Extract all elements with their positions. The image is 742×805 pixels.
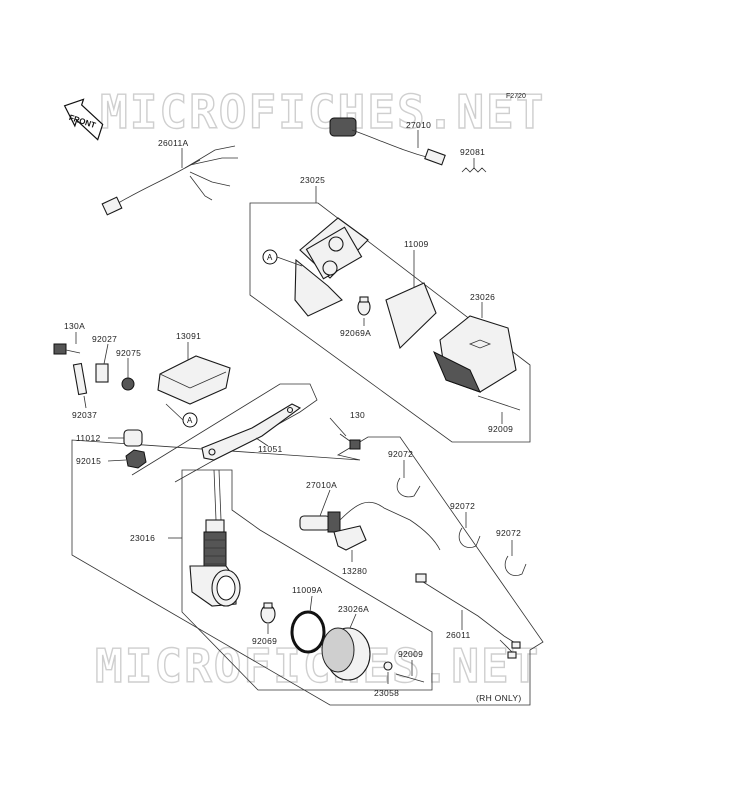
bolt-130 <box>339 433 361 450</box>
front-arrow-icon: FRONT <box>63 98 104 141</box>
label-92072-a: 92072 <box>388 449 413 459</box>
label-130: 130 <box>350 410 365 420</box>
label-11009: 11009 <box>404 239 429 249</box>
label-23026a: 23026A <box>338 604 369 614</box>
clamp-92072-a-icon <box>396 477 421 498</box>
bracket-13280 <box>333 525 367 551</box>
label-26011a: 26011A <box>158 138 189 148</box>
rh-only-note: (RH ONLY) <box>476 693 522 703</box>
rubber-11012 <box>123 429 143 447</box>
label-92072-b: 92072 <box>450 501 475 511</box>
label-11012: 11012 <box>76 433 101 443</box>
group-box-taillight <box>249 202 531 443</box>
label-11051: 11051 <box>258 444 283 454</box>
collar-92027 <box>95 363 109 383</box>
switch-27010a <box>299 501 441 551</box>
label-11009a: 11009A <box>292 585 323 595</box>
bracket-13091 <box>157 355 231 405</box>
label-92069a: 92069A <box>340 328 371 338</box>
gasket-11009 <box>385 282 437 350</box>
label-26011: 26011 <box>446 630 471 640</box>
label-92075: 92075 <box>116 348 141 358</box>
label-23016: 23016 <box>130 533 155 543</box>
bulb-92069-icon <box>260 602 276 624</box>
harness-26011a <box>101 145 238 216</box>
label-92081: 92081 <box>460 147 485 157</box>
part-labels: 26011A 27010 92081 23025 11009 23026 920… <box>64 120 521 698</box>
tail-light-base <box>294 217 369 317</box>
label-92015: 92015 <box>76 456 101 466</box>
group-box-bracket <box>131 383 318 483</box>
brake-switch-27010 <box>329 117 487 173</box>
label-23026: 23026 <box>470 292 495 302</box>
label-92009: 92009 <box>488 424 513 434</box>
label-130a: 130A <box>64 321 85 331</box>
label-23058: 23058 <box>374 688 399 698</box>
lens-23026 <box>433 315 517 393</box>
clamp-92072-b-icon <box>458 527 481 548</box>
label-92009-lower: 92009 <box>398 649 423 659</box>
screw-92009 <box>477 395 521 411</box>
label-27010: 27010 <box>406 120 431 130</box>
turn-signal-23016 <box>189 469 241 607</box>
washer-23058 <box>383 661 393 671</box>
nut-92015 <box>125 449 147 469</box>
label-92027: 92027 <box>92 334 117 344</box>
nut-92075 <box>121 377 135 391</box>
screw-92009-lower <box>395 673 425 683</box>
spacer-92037 <box>72 362 88 396</box>
ref-circle-a-top: A <box>262 249 278 265</box>
bolt-130a <box>53 343 81 355</box>
label-27010a: 27010A <box>306 480 337 490</box>
label-13091: 13091 <box>176 331 201 341</box>
leader-lines <box>75 130 513 684</box>
label-23025: 23025 <box>300 175 325 185</box>
clamp-92072-c-icon <box>504 555 527 576</box>
harness-26011 <box>415 573 521 659</box>
lens-23026a <box>321 627 371 681</box>
svg-text:A: A <box>267 253 273 262</box>
group-box-signal-assy <box>181 469 433 691</box>
label-13280: 13280 <box>342 566 367 576</box>
label-92072-c: 92072 <box>496 528 521 538</box>
label-92069: 92069 <box>252 636 277 646</box>
svg-text:A: A <box>187 416 193 425</box>
diagram-code: F2720 <box>506 93 526 100</box>
stay-11051 <box>201 403 302 461</box>
label-92037: 92037 <box>72 410 97 420</box>
group-box-turnsignal <box>71 436 544 706</box>
ref-circle-a-bottom: A <box>182 412 198 428</box>
watermark-top: MICROFICHES.NET <box>100 85 545 139</box>
bulb-92069a-icon <box>357 296 371 316</box>
gasket-11009a <box>290 610 326 654</box>
